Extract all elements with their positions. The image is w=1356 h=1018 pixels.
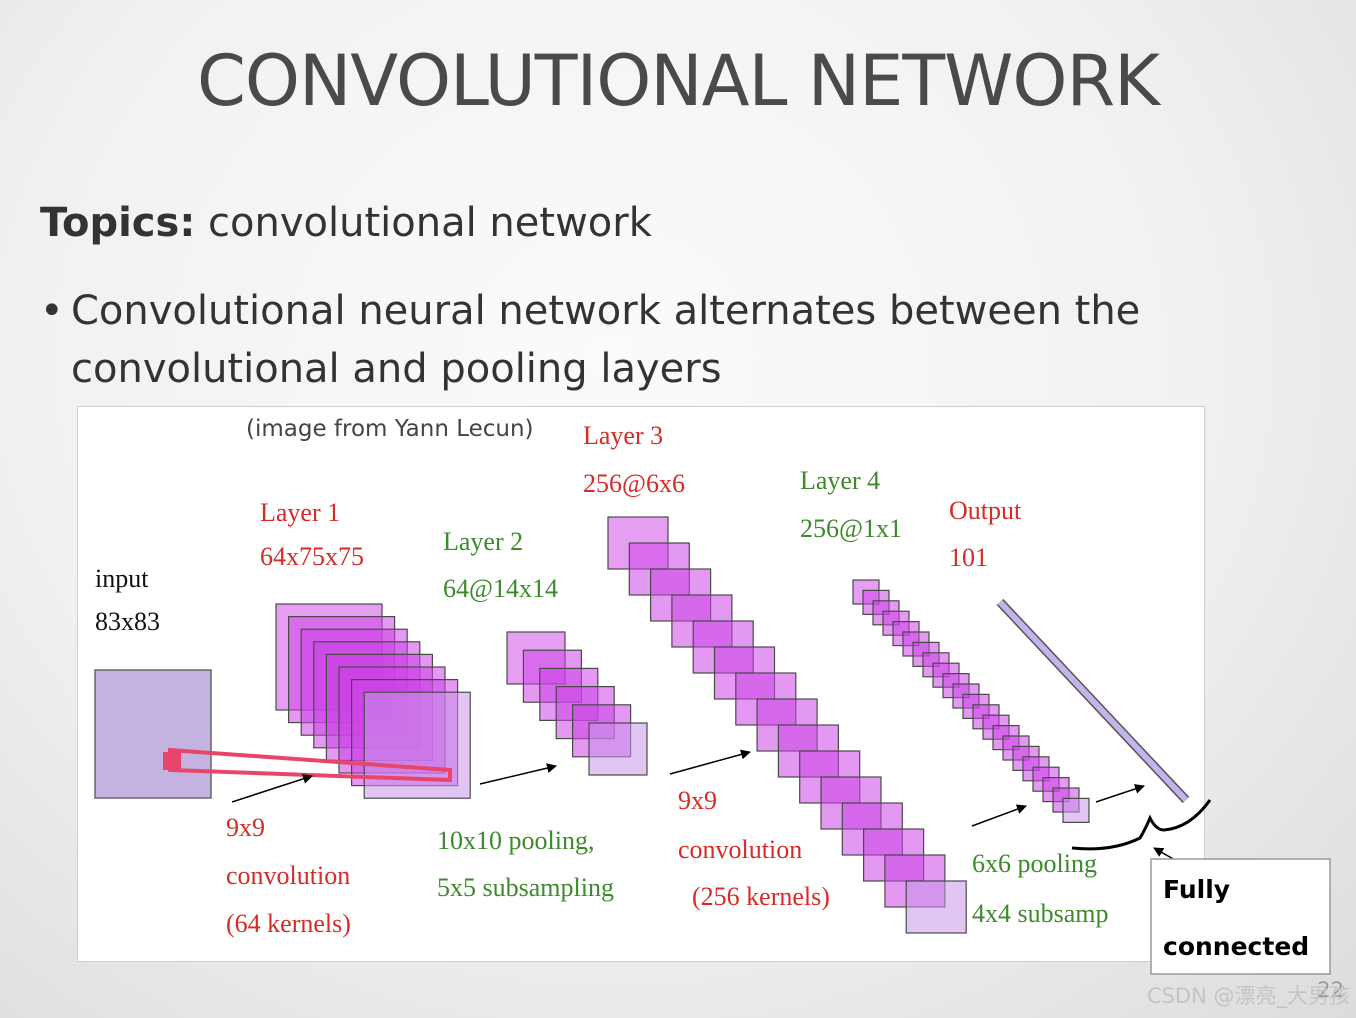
layer1-dims: 64x75x75 <box>260 542 364 571</box>
fully-connected-line1: Fully <box>1163 875 1230 904</box>
arrow-conv1 <box>231 774 313 803</box>
layer2-feature-maps <box>506 631 648 776</box>
output-label: Output <box>949 496 1022 525</box>
fully-connected-line2: connected <box>1163 932 1309 961</box>
kernel-window <box>163 752 181 770</box>
layer2-dims: 64@14x14 <box>443 574 558 603</box>
input-dims: 83x83 <box>95 607 160 636</box>
op1-kernel-size: 9x9 <box>226 813 265 842</box>
op4-subsampling: 4x4 subsamp <box>972 899 1109 928</box>
output-vector <box>997 599 1189 803</box>
layer1-feature-maps <box>275 603 471 799</box>
output-dims: 101 <box>949 543 988 572</box>
slide-title: CONVOLUTIONAL NETWORK <box>196 40 1160 122</box>
layer3-label: Layer 3 <box>583 421 663 450</box>
arrow-pool1 <box>479 763 557 785</box>
arrow-pool2 <box>971 804 1027 827</box>
op3-type: convolution <box>678 835 802 864</box>
arrow-fc <box>1095 784 1145 803</box>
bullet-point: • Convolutional neural network alternate… <box>40 282 1220 398</box>
figure-panel <box>77 406 1205 962</box>
topics-label: Topics: <box>40 200 196 246</box>
op3-kernel-count: (256 kernels) <box>692 882 830 911</box>
op2-subsampling: 5x5 subsampling <box>437 873 614 902</box>
layer1-label: Layer 1 <box>260 498 340 527</box>
layer4-feature-maps <box>852 579 1090 824</box>
fully-connected-brace <box>1071 799 1212 851</box>
bullet-dot-icon: • <box>40 288 64 334</box>
topics-line: Topics: convolutional network <box>40 200 652 246</box>
layer4-dims: 256@1x1 <box>800 514 902 543</box>
op1-kernel-count: (64 kernels) <box>226 909 351 938</box>
layer4-plane <box>1062 797 1090 824</box>
layer3-plane <box>905 880 967 934</box>
op2-pooling: 10x10 pooling, <box>437 826 594 855</box>
op3-kernel-size: 9x9 <box>678 786 717 815</box>
layer3-dims: 256@6x6 <box>583 469 685 498</box>
layer3-feature-maps <box>607 516 967 934</box>
input-label: input <box>95 564 149 593</box>
op4-pooling: 6x6 pooling <box>972 849 1097 878</box>
arrow-conv2 <box>669 749 751 775</box>
layer1-plane <box>363 691 471 799</box>
fully-connected-box <box>1150 858 1331 975</box>
layer2-label: Layer 2 <box>443 527 523 556</box>
topics-text: convolutional network <box>208 200 652 246</box>
image-credit: (image from Yann Lecun) <box>246 416 534 442</box>
layer2-plane <box>588 722 648 776</box>
page-number: 22 <box>1317 978 1344 1002</box>
input-image <box>94 669 212 799</box>
op1-type: convolution <box>226 861 350 890</box>
watermark: CSDN @漂亮_大男孩 <box>1146 984 1350 1008</box>
bullet-text: Convolutional neural network alternates … <box>71 288 1141 392</box>
layer4-label: Layer 4 <box>800 466 880 495</box>
